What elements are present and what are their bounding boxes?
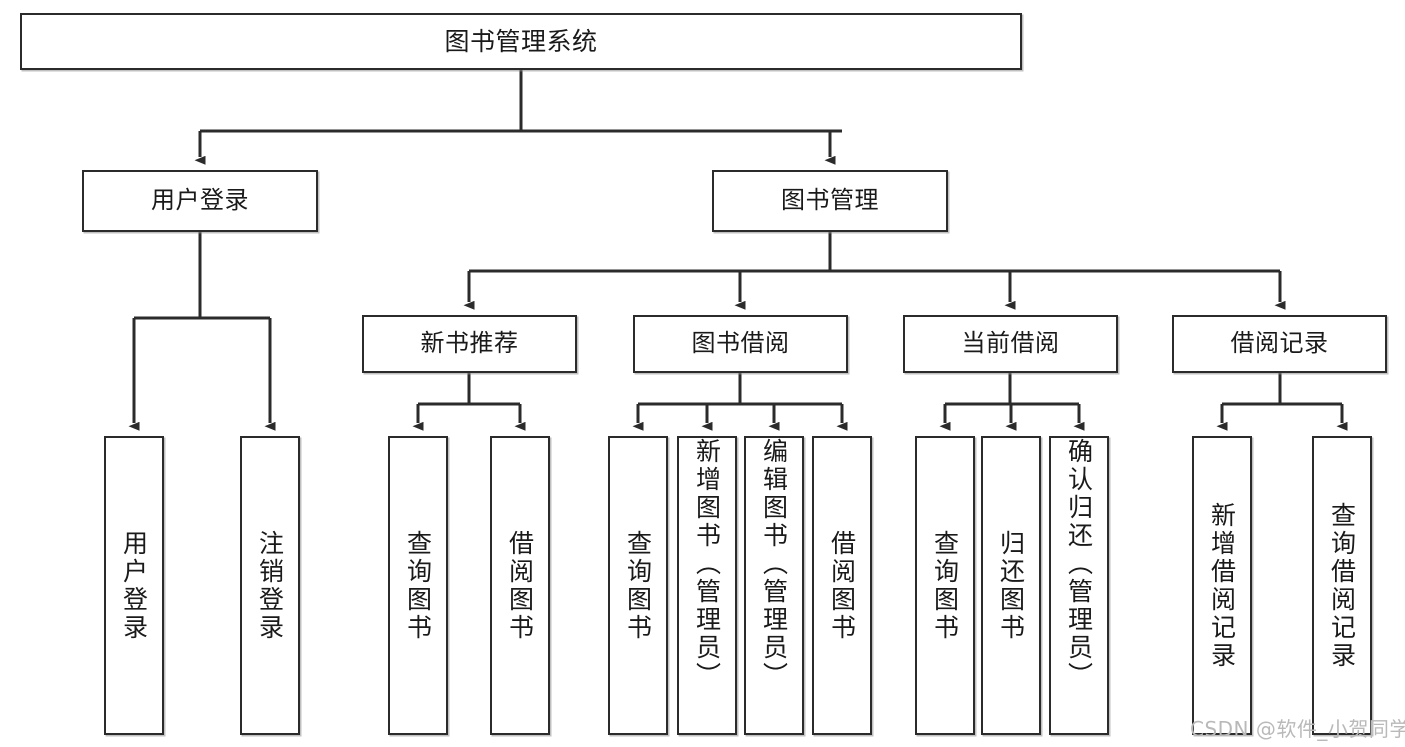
leaf-borrow-record-query-record[interactable]: 查询借阅记录 [1312,436,1372,735]
node-label: 用户登录 [151,186,249,215]
node-label: 查询图书 [403,529,433,642]
node-label: 用户登录 [119,529,149,642]
node-current-borrow[interactable]: 当前借阅 [903,315,1118,373]
node-label: 图书管理系统 [444,27,598,56]
node-label: 查询图书 [930,529,960,642]
leaf-new-book-borrow-book[interactable]: 借阅图书 [490,436,550,735]
leaf-book-borrow-edit-book-admin[interactable]: 编辑图书（管理员） [744,436,804,735]
leaf-current-borrow-confirm-return-admin[interactable]: 确认归还（管理员） [1049,436,1109,735]
node-user-login[interactable]: 用户登录 [82,170,318,232]
leaf-book-borrow-add-book-admin[interactable]: 新增图书（管理员） [677,436,737,735]
node-label: 图书管理 [781,186,879,215]
leaf-book-borrow-borrow-book[interactable]: 借阅图书 [812,436,872,735]
node-label: 新增借阅记录 [1207,501,1237,670]
leaf-current-borrow-query-book[interactable]: 查询图书 [915,436,975,735]
leaf-user-login-login[interactable]: 用户登录 [104,436,164,735]
leaf-new-book-query-book[interactable]: 查询图书 [388,436,448,735]
node-label: 编辑图书（管理员） [759,438,789,690]
node-label: 归还图书 [996,529,1026,642]
leaf-user-login-logout[interactable]: 注销登录 [240,436,300,735]
leaf-borrow-record-add-record[interactable]: 新增借阅记录 [1192,436,1252,735]
node-label: 查询借阅记录 [1327,501,1357,670]
node-book-borrow[interactable]: 图书借阅 [633,315,848,373]
node-label: 注销登录 [255,529,285,642]
node-label: 借阅图书 [505,529,535,642]
node-borrow-record[interactable]: 借阅记录 [1172,315,1387,373]
node-label: 借阅记录 [1230,329,1329,358]
csdn-watermark: CSDN @软件_小贺同学 [1190,717,1405,741]
leaf-book-borrow-query-book[interactable]: 查询图书 [608,436,668,735]
node-new-book-recommend[interactable]: 新书推荐 [362,315,577,373]
node-label: 新增图书（管理员） [692,438,722,690]
node-label: 新书推荐 [420,329,519,358]
node-label: 借阅图书 [827,529,857,642]
leaf-current-borrow-return-book[interactable]: 归还图书 [981,436,1041,735]
node-root-book-management-system[interactable]: 图书管理系统 [20,13,1022,70]
node-book-management[interactable]: 图书管理 [712,170,948,232]
node-label: 查询图书 [623,529,653,642]
node-label: 确认归还（管理员） [1064,438,1094,690]
node-label: 图书借阅 [691,329,790,358]
node-label: 当前借阅 [961,329,1060,358]
